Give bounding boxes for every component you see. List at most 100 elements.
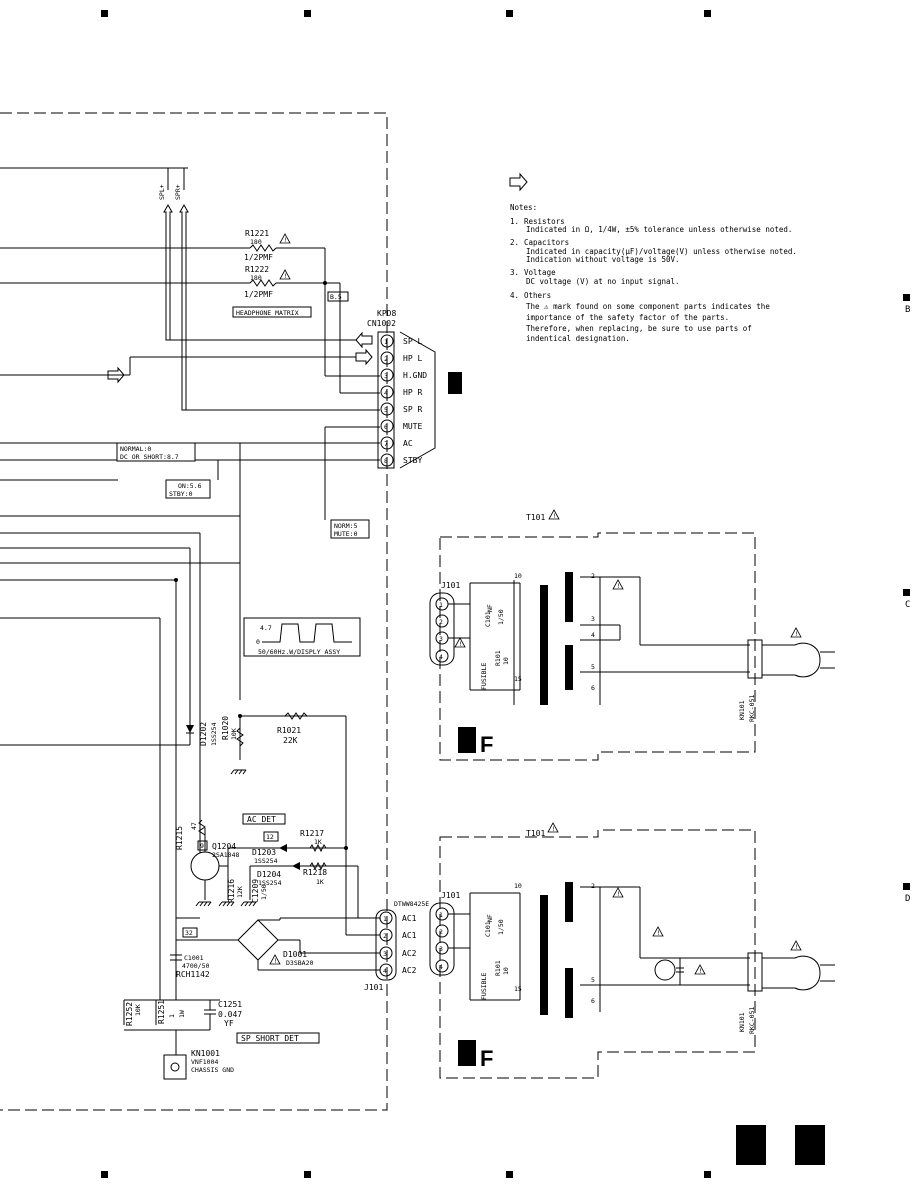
pin-5-label: SP R [403,405,422,414]
svg-text:1: 1 [384,338,388,346]
t101-top-pin-6: 6 [591,684,595,692]
c101-top-ref: C101 [484,611,492,627]
d1001-part: D3SBA20 [286,959,313,967]
ac-det-label: AC DET [247,815,276,824]
j101-top: J101 [441,581,460,590]
c101-bottom-type: NF [486,914,494,922]
t101-bottom-pin-2: 2 [591,882,595,890]
wave-peak: 4.7 [260,624,272,632]
t101-bottom-ref: T101 [526,829,545,838]
fusible-bottom: FUSIBLE [480,973,488,1000]
t101-top-pin-5: 5 [591,663,595,671]
d1204-ref: D1204 [257,870,281,879]
t101-bottom-pin-6: 6 [591,997,595,1005]
note-2-line-1: Indicated in capacity(µF)/voltage(V) unl… [526,247,797,256]
note-4-title: Others [524,291,551,300]
pin-4-label: HP R [403,388,422,397]
note-4-line-4: indentical designation. [526,334,630,343]
svg-text:3.: 3. [510,268,519,277]
svg-text:1.: 1. [510,217,519,226]
r1251-rating: 1W [178,1010,186,1018]
r1221-value: 180 [250,238,262,246]
connector-cn1002 [377,331,436,469]
c1001-ref: C1001 [184,954,204,962]
d1202-ref: D1202 [199,722,208,746]
r1218-value: 1K [316,878,324,886]
transformer-bottom [429,829,835,1079]
waveform-box [243,617,361,657]
kn1001-ref: KN1001 [191,1049,220,1058]
j101-bottom: J101 [441,891,460,900]
r1215-value: 47 [190,822,198,830]
labels: SPL+ SPR+ R1221 180 1/2PMF R1222 180 1/2… [116,184,910,1074]
note-4-line-2: importance of the safety factor of the p… [526,313,729,322]
fusible-top: FUSIBLE [480,663,488,690]
t101-top-pin-15: 15 [514,675,522,683]
c101-bottom-ref: C101 [484,921,492,937]
connector-ref: CN1002 [367,319,396,328]
j101-part: DTWW8425E [394,900,429,908]
r1217-value: 1K [314,838,322,846]
r1020-value: 10K [230,728,238,740]
connector-name: KPD8 [377,309,396,318]
registration-marks [101,10,910,1178]
r101-bottom-ref: R101 [494,960,502,976]
norm-box-1: NORM:5 [334,522,358,530]
edge-letter-d: D [905,894,910,904]
c1209-value: 1/50 [260,884,268,900]
note-3-title: Voltage [524,268,556,277]
r1020-ref: R1020 [221,716,230,740]
board-f-top: F [480,732,493,757]
r1252-value: 10K [134,1004,142,1016]
svg-text:2: 2 [439,928,443,936]
on-box-1: ON:5.6 [178,482,202,490]
sp-short-det-label: SP SHORT DET [241,1034,299,1043]
pin-6-label: MUTE [403,422,422,431]
tp-12: 12 [266,833,274,841]
pin-1-label: SP L [403,337,422,346]
kn101-top-part: RKC-051 [748,695,756,722]
c1001-part: RCH1142 [176,970,210,979]
svg-text:4: 4 [384,389,388,397]
t101-top-pin-3: 3 [591,615,595,623]
d1001-ref: D1001 [283,950,307,959]
wave-zero: 0 [256,638,260,646]
wave-caption: 50/60Hz.W/DISPLY ASSY [258,648,340,656]
r1218-ref: R1218 [303,868,327,877]
t101-top-pin-10: 10 [514,572,522,580]
svg-text:1: 1 [439,601,443,609]
c101-top-value: 1/50 [497,609,505,625]
r1221-ref: R1221 [245,229,269,238]
q1204-part: 2SA1048 [212,851,239,859]
j101-pin-1: AC1 [402,914,417,923]
svg-text:3: 3 [439,635,443,643]
svg-text:6: 6 [384,423,388,431]
svg-text:1: 1 [383,915,387,923]
kn101-top-ref: KN101 [738,700,746,720]
r1251-ref: R1251 [157,1000,166,1024]
j101-pin-2: AC1 [402,931,417,940]
warning-icons [269,233,802,976]
r1251-value: 1 [168,1014,176,1018]
svg-text:1: 1 [439,911,443,919]
svg-text:4.: 4. [510,291,519,300]
svg-text:5: 5 [384,406,388,414]
d1203-ref: D1203 [252,848,276,857]
note-4-line-3: Therefore, when replacing, be sure to us… [526,324,752,333]
r1216-value: 12K [236,886,244,898]
kn1001-part: VNF1004 [191,1058,218,1066]
notes-header: Notes: [510,203,537,212]
tp-b5: B.5 [330,293,342,301]
tp-32: 32 [185,929,193,937]
kn101-bottom-ref: KN101 [738,1012,746,1032]
c1251-type: YF [224,1019,234,1028]
note-2-title: Capacitors [524,238,569,247]
arrow-symbol-icon [509,172,528,192]
transformer-top [429,532,835,761]
svg-text:4: 4 [439,653,443,661]
svg-text:4: 4 [439,963,443,971]
r1217-ref: R1217 [300,829,324,838]
t101-top-pin-4: 4 [591,631,595,639]
pin-8-label: STBY [403,456,422,465]
